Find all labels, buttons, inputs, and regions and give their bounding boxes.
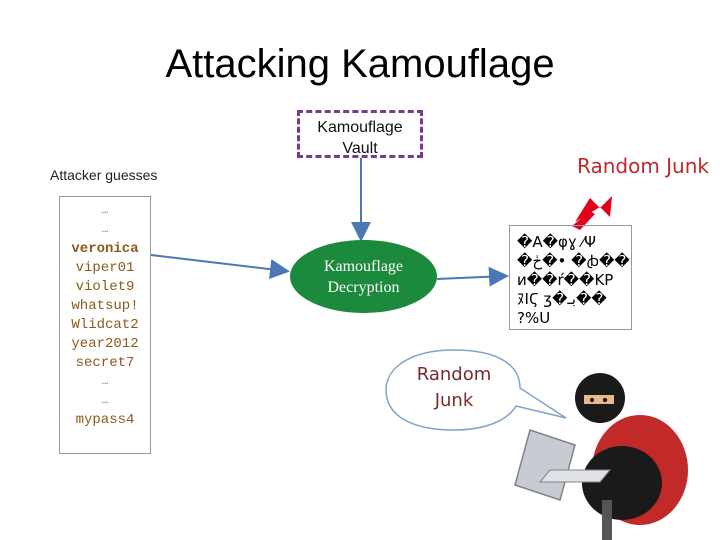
speech-bubble-line1: Random (416, 364, 492, 385)
guess-item: Wlidcat2 (71, 317, 139, 333)
junk-line: �A�φɣ ⁄Ψ (517, 233, 596, 251)
decryption-to-junk-arrow (436, 266, 509, 287)
guess-item: whatsup! (71, 298, 139, 314)
guess-item: … (101, 376, 109, 388)
speech-bubble-text: Random Junk (400, 362, 508, 414)
hacker-illustration (514, 373, 688, 540)
guess-list-box: … … veronica viper01 violet9 whatsup! Wlidcat2… (59, 196, 151, 454)
speech-bubble-shape (385, 349, 567, 431)
vault-label-line2: Vault (342, 140, 378, 157)
guess-item: … (101, 224, 109, 236)
decryption-label-line1: Kamouflage (323, 257, 404, 275)
guess-item: veronica (71, 241, 139, 257)
junk-line: и��ŕ��KP (517, 271, 614, 289)
junk-line: ﾇΙϚ ʒ�ﺑـ�� (517, 290, 607, 308)
guess-item: violet9 (75, 279, 135, 295)
guess-list: … … veronica viper01 violet9 whatsup! Wlidcat2… (60, 197, 150, 430)
random-junk-box: �A�φɣ ⁄Ψ �ڂ�• �ꞗ�� и��ŕ��KP ﾇΙϚ ʒ�ﺑـ�� ?… (509, 225, 632, 330)
junk-line: �ڂ�• �ꞗ�� (517, 252, 630, 270)
attacker-guesses-label: Attacker guesses (50, 167, 158, 183)
guess-item: secret7 (75, 355, 135, 371)
guess-item: … (101, 395, 109, 407)
speech-bubble-line2: Junk (434, 390, 474, 411)
guess-item: mypass4 (75, 412, 135, 428)
vault-label-line1: Kamouflage (317, 119, 403, 136)
guess-item: viper01 (75, 260, 135, 276)
guess-item: … (101, 205, 109, 217)
junk-line: ?%U (517, 309, 551, 327)
page-title: Attacking Kamouflage (165, 42, 555, 86)
random-junk-label: Random Junk (577, 154, 709, 178)
kamouflage-decryption-node: Kamouflage Decryption (290, 240, 437, 313)
decryption-label-line2: Decryption (327, 278, 400, 296)
guesses-to-decryption-arrow (150, 254, 290, 280)
guess-item: year2012 (71, 336, 139, 352)
kamouflage-vault-box: Kamouflage Vault (297, 110, 423, 158)
